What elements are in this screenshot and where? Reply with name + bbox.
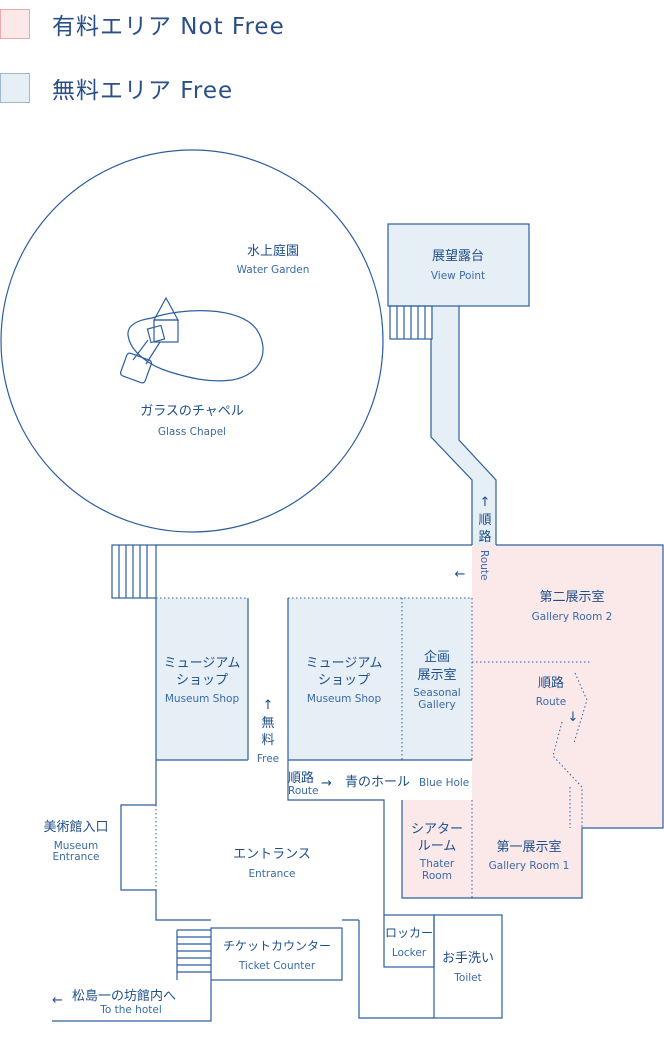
main-stairs xyxy=(111,544,157,599)
gallery2-wall xyxy=(401,544,664,899)
theater-label-2: ルーム xyxy=(418,839,457,854)
locker-room xyxy=(383,914,435,968)
hotel-label-en: To the hotel xyxy=(99,1004,162,1016)
partition-dotted xyxy=(552,721,583,828)
ticket-counter-label: チケットカウンター xyxy=(223,939,331,953)
free-label-1: 無 xyxy=(261,716,274,731)
blue-hole-label: 青のホール xyxy=(345,775,410,790)
shop1-label-1: ミュージアム xyxy=(164,656,241,671)
theater-label-en-2: Room xyxy=(422,870,452,882)
toilet-room xyxy=(433,914,503,1019)
corridor-wall-left xyxy=(430,339,473,545)
hotel-label: 松島一の坊館内へ xyxy=(72,988,176,1004)
toilet-label-en: Toilet xyxy=(453,972,481,984)
museum-shop-2-area xyxy=(288,598,472,760)
shop1-label-2: ショップ xyxy=(176,673,228,688)
view-point-label-en: View Point xyxy=(431,270,485,282)
paid-area xyxy=(402,545,663,898)
route-mid-label-en: Route xyxy=(536,696,566,708)
locker-label-en: Locker xyxy=(392,947,427,959)
shop1-label-en: Museum Shop xyxy=(165,693,240,705)
route-mid-arrow: ↓ xyxy=(568,710,579,725)
entrance-stairs xyxy=(176,929,211,980)
seasonal-label-en-2: Gallery xyxy=(418,699,455,711)
water-garden-label-en: Water Garden xyxy=(237,264,310,276)
view-point-stairs xyxy=(389,305,433,340)
entrance-label: エントランス xyxy=(233,847,311,862)
legend-free-label: 無料エリア Free xyxy=(52,78,234,104)
route-arrow-left: ← xyxy=(455,567,466,582)
locker-label: ロッカー xyxy=(385,926,433,940)
water-garden-label: 水上庭園 xyxy=(247,243,299,259)
paid-area-swatch xyxy=(0,9,30,39)
shop2-label-2: ショップ xyxy=(318,673,370,688)
route-corridor-fill xyxy=(431,306,496,545)
glass-chapel-label-en: Glass Chapel xyxy=(158,426,226,438)
seasonal-label-1: 企画 xyxy=(424,649,450,665)
gallery1-label: 第一展示室 xyxy=(496,839,561,855)
gallery1-label-en: Gallery Room 1 xyxy=(489,860,570,872)
route-label-1: 順 xyxy=(478,513,491,528)
shop2-label-1: ミュージアム xyxy=(306,656,383,671)
lower-wall xyxy=(358,920,434,1019)
museum-entrance-label: 美術館入口 xyxy=(43,820,108,835)
water-garden-circle xyxy=(0,149,384,533)
route-label-2: 路 xyxy=(478,529,491,545)
route-arrow-up: ↑ xyxy=(480,495,491,510)
hotel-passage xyxy=(52,980,212,1022)
island-shape xyxy=(127,310,264,382)
seasonal-label-2: 展示室 xyxy=(417,667,456,683)
entrance-label-en: Entrance xyxy=(248,868,295,880)
free-area-swatch xyxy=(0,73,30,103)
ticket-counter-label-en: Ticket Counter xyxy=(238,960,316,972)
route-mid-label: 順路 xyxy=(538,675,564,691)
chapel-building xyxy=(119,296,180,384)
route-label-en: Route xyxy=(478,550,490,580)
museum-shop-1-area xyxy=(156,598,248,760)
ticket-counter-box xyxy=(210,927,343,981)
route-lower-label: 順路 xyxy=(288,770,314,786)
seasonal-label-en-1: Seasonal xyxy=(413,687,460,699)
free-label-en: Free xyxy=(257,753,279,765)
route-lower-label-en: Route xyxy=(288,785,318,797)
view-point-label: 展望露台 xyxy=(432,248,484,264)
corridor-wall-right xyxy=(458,306,497,545)
toilet-label: お手洗い xyxy=(442,951,494,966)
glass-chapel-label: ガラスのチャペル xyxy=(140,404,244,419)
blue-hole-label-en: Blue Hole xyxy=(419,777,469,789)
view-point-area xyxy=(388,224,529,306)
theater-label-1: シアター xyxy=(411,822,463,837)
route-lower-arrow: → xyxy=(321,776,332,791)
hotel-arrow: ← xyxy=(52,993,63,1008)
legend-paid-label: 有料エリア Not Free xyxy=(52,14,285,40)
shop2-wall xyxy=(287,598,385,915)
museum-entrance-label-en-1: Museum xyxy=(54,840,99,852)
shop2-label-en: Museum Shop xyxy=(307,693,382,705)
gallery2-label: 第二展示室 xyxy=(539,589,604,605)
legend-free: 無料エリア Free xyxy=(0,71,233,105)
museum-entrance-label-en-2: Entrance xyxy=(52,851,99,863)
free-label-2: 料 xyxy=(261,733,274,748)
legend-paid: 有料エリア Not Free xyxy=(0,7,285,41)
free-arrow-up: ↑ xyxy=(263,698,274,713)
gallery2-label-en: Gallery Room 2 xyxy=(532,611,613,623)
theater-label-en-1: Thater xyxy=(419,858,455,870)
